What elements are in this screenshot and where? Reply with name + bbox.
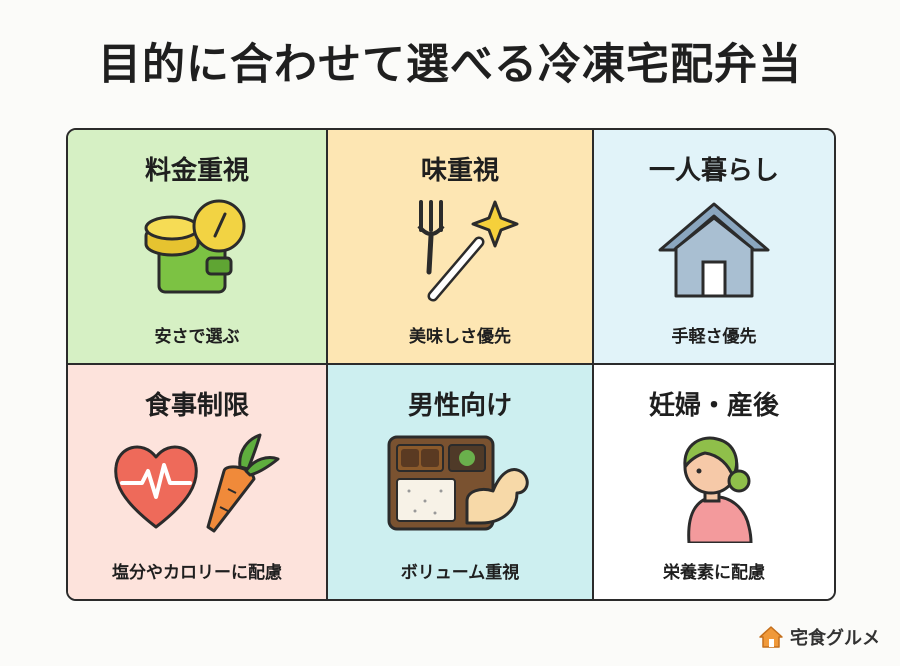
cell-caption: 美味しさ優先 <box>409 326 511 347</box>
cell-price: 料金重視 安さで選ぶ <box>68 130 328 365</box>
cell-caption: 手軽さ優先 <box>671 326 757 347</box>
cell-title: 一人暮らし <box>648 156 779 186</box>
brand-name: 宅食グルメ <box>790 628 880 649</box>
cell-pregnancy: 妊婦・産後 栄養素に配慮 <box>594 364 834 599</box>
cell-title: 食事制限 <box>144 390 249 421</box>
pregnant-woman-icon <box>683 436 753 543</box>
cell-taste: 味重視 美味しさ優先 <box>328 130 594 365</box>
cell-title: 男性向け <box>407 390 512 421</box>
purpose-grid: 料金重視 安さで選ぶ 味重視 美味しさ優先 一人暮らし <box>66 128 836 601</box>
cell-for-men: 男性向け ボリューム重視 <box>328 364 594 599</box>
heart-carrot-icon <box>114 433 280 532</box>
coins-wallet-icon <box>144 199 246 294</box>
cell-caption: 塩分やカロリーに配慮 <box>112 563 282 583</box>
brand-logo: 宅食グルメ <box>758 624 880 650</box>
cell-caption: 安さで選ぶ <box>154 326 240 347</box>
cell-title: 料金重視 <box>144 156 249 186</box>
bento-muscle-icon <box>387 435 529 530</box>
cell-title: 味重視 <box>420 156 499 186</box>
fork-sparkle-icon <box>417 200 519 302</box>
page-title: 目的に合わせて選べる冷凍宅配弁当 <box>98 40 802 90</box>
cell-caption: ボリューム重視 <box>400 563 520 583</box>
house-logo-icon <box>759 626 783 648</box>
cell-single-living: 一人暮らし 手軽さ優先 <box>594 130 834 365</box>
house-icon <box>658 202 770 298</box>
cell-diet-restriction: 食事制限 塩分やカロリーに配慮 <box>68 364 328 599</box>
cell-caption: 栄養素に配慮 <box>663 563 765 583</box>
cell-title: 妊婦・産後 <box>648 390 779 421</box>
